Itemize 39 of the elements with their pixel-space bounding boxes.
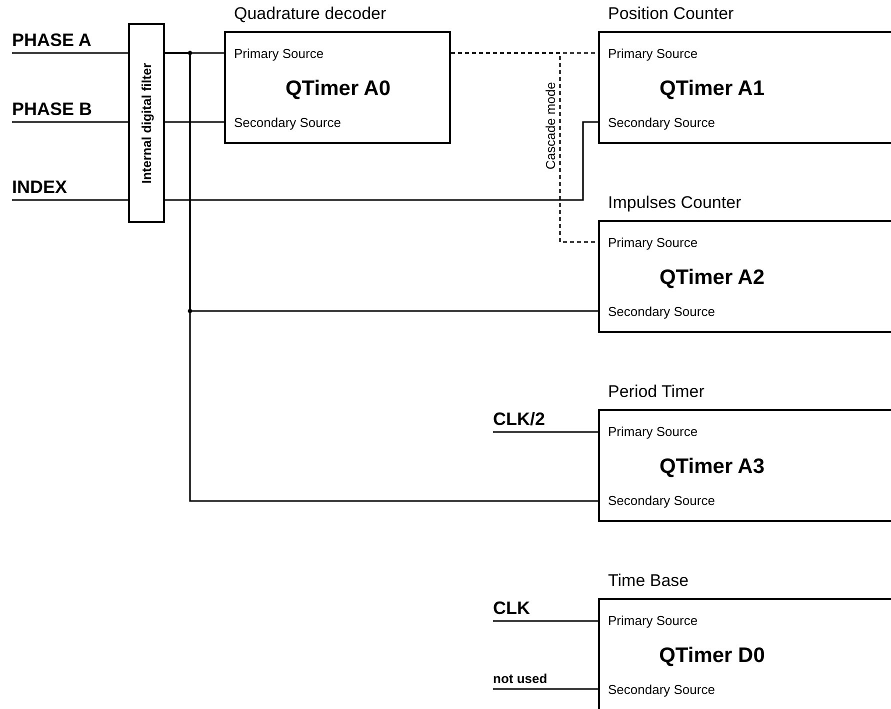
signal-line	[12, 199, 128, 201]
block-heading: Impulses Counter	[608, 193, 742, 213]
signal-label: INDEX	[12, 176, 122, 200]
signal-label: PHASE A	[12, 29, 122, 53]
port-label: Primary Source	[234, 46, 324, 62]
block-heading: Period Timer	[608, 382, 704, 402]
signal-line	[165, 121, 224, 123]
block-title: QTimer A1	[658, 77, 766, 101]
port-label: Primary Source	[608, 46, 698, 62]
signal-line	[493, 620, 598, 622]
signal-line	[12, 52, 128, 54]
filter-block	[128, 23, 165, 223]
signal-label: PHASE B	[12, 98, 122, 122]
signal-line	[493, 431, 598, 433]
block-title: QTimer A2	[658, 266, 766, 290]
dashed-connector	[451, 52, 598, 243]
filter-label: Internal digital filter	[139, 62, 154, 184]
signal-label: not used	[493, 667, 583, 689]
port-label: Primary Source	[608, 613, 698, 629]
port-label: Secondary Source	[608, 115, 715, 131]
block-heading: Time Base	[608, 571, 689, 591]
port-label: Secondary Source	[234, 115, 341, 131]
signal-line	[165, 121, 598, 201]
block-title: QTimer D0	[658, 644, 766, 668]
signal-line	[165, 52, 598, 502]
signal-label: CLK	[493, 597, 583, 621]
signal-line	[493, 688, 598, 690]
block-heading: Position Counter	[608, 4, 734, 24]
port-label: Secondary Source	[608, 682, 715, 698]
edge-label: Cascade mode	[543, 82, 558, 170]
block-title: QTimer A0	[284, 77, 392, 101]
signal-line	[12, 121, 128, 123]
block-title: QTimer A3	[658, 455, 766, 479]
port-label: Secondary Source	[608, 304, 715, 320]
port-label: Primary Source	[608, 235, 698, 251]
port-label: Secondary Source	[608, 493, 715, 509]
signal-label: CLK/2	[493, 408, 583, 432]
port-label: Primary Source	[608, 424, 698, 440]
block-heading: Quadrature decoder	[234, 4, 386, 24]
